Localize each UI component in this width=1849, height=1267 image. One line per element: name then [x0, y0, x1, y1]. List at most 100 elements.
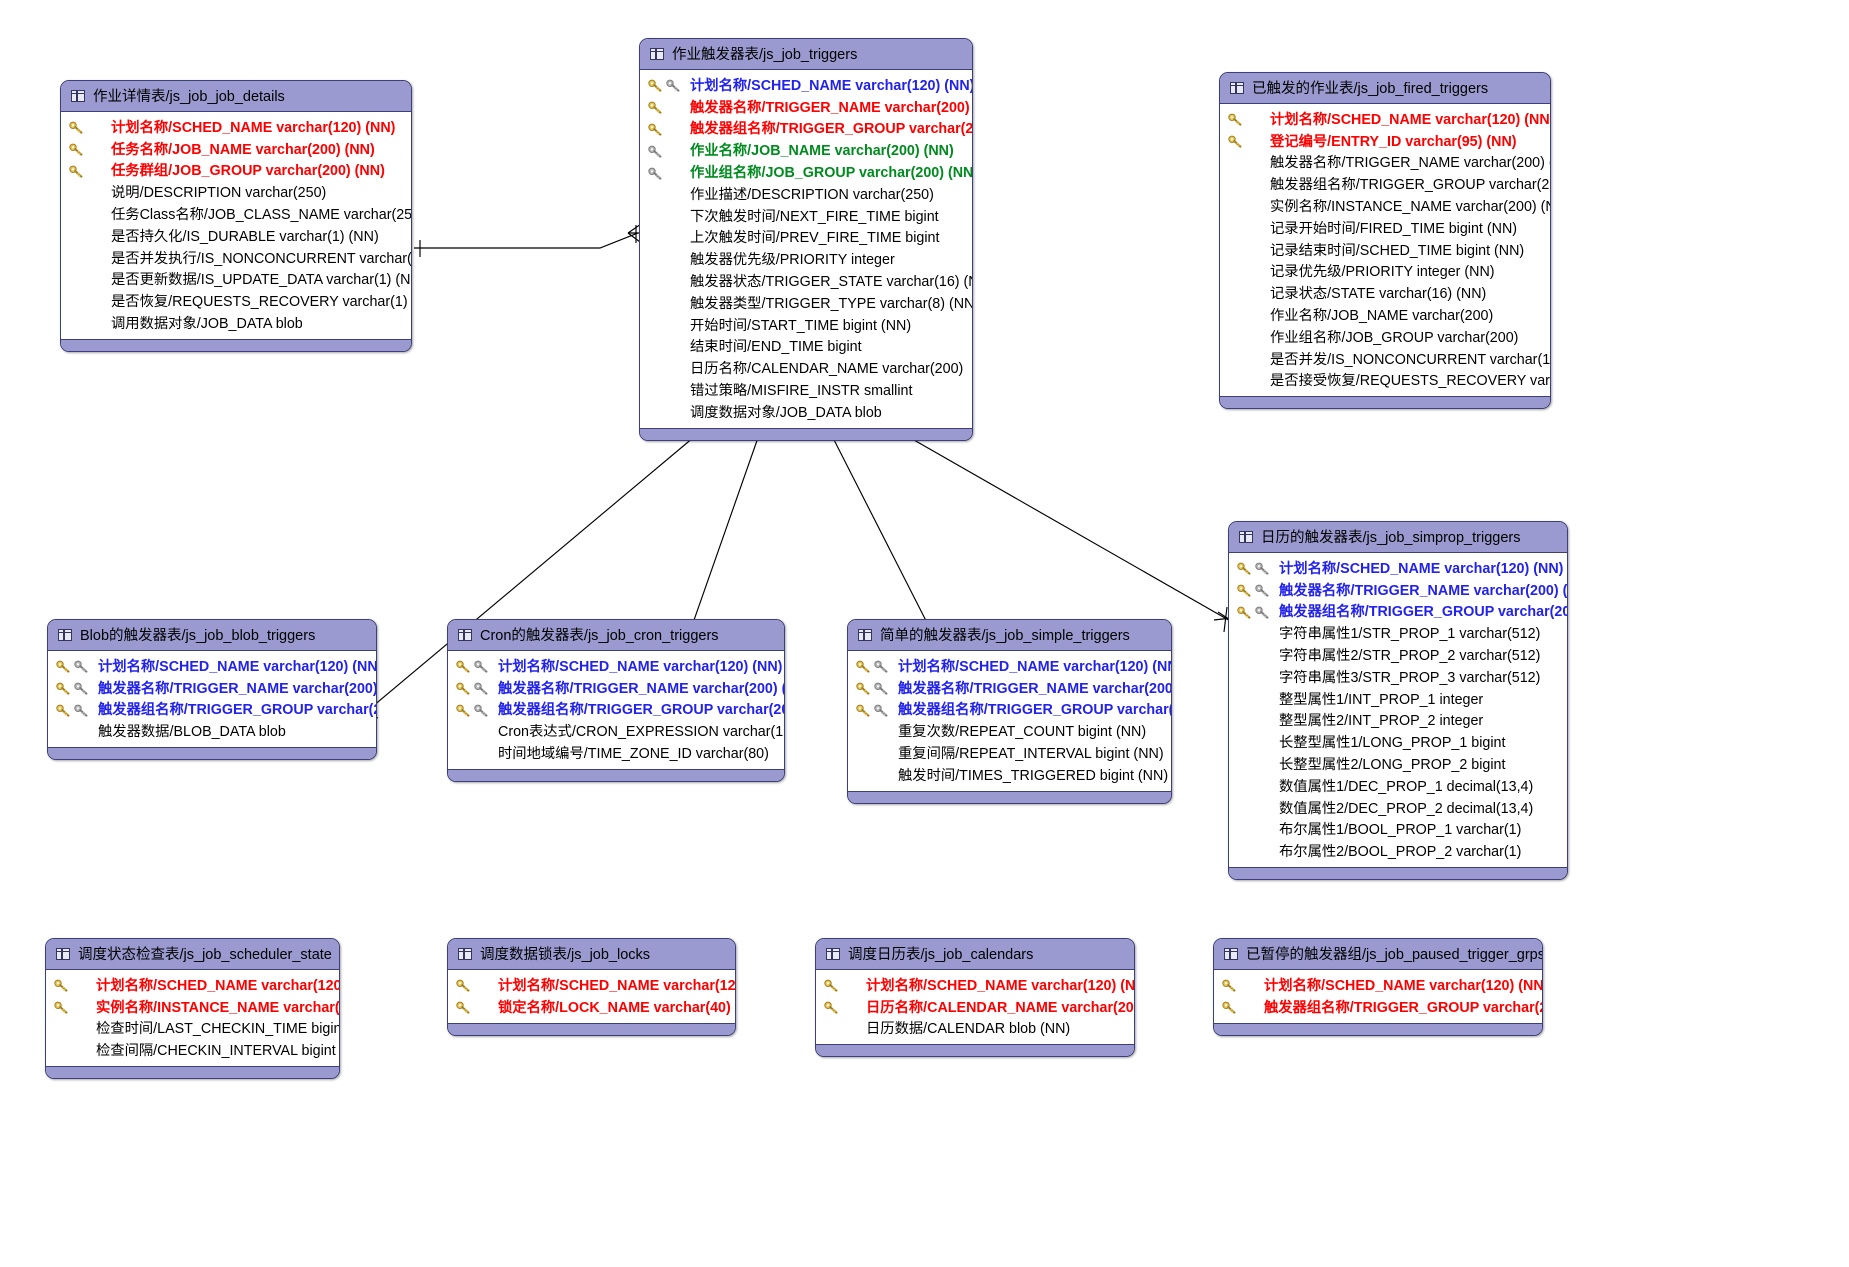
column-row[interactable]: 说明/DESCRIPTION varchar(250): [61, 182, 411, 204]
column-row[interactable]: 日历名称/CALENDAR_NAME varchar(200): [640, 358, 972, 380]
entity-js_job_triggers[interactable]: 作业触发器表/js_job_triggers 计划名称/SCHED_NAME va…: [639, 38, 973, 441]
column-row[interactable]: 触发器状态/TRIGGER_STATE varchar(16) (NN): [640, 271, 972, 293]
column-row[interactable]: 日历数据/CALENDAR blob (NN): [816, 1019, 1134, 1041]
column-row[interactable]: 开始时间/START_TIME bigint (NN): [640, 315, 972, 337]
column-row[interactable]: 计划名称/SCHED_NAME varchar(120) (NN): [61, 117, 411, 139]
column-row[interactable]: 触发器数据/BLOB_DATA blob: [48, 721, 376, 743]
column-row[interactable]: 计划名称/SCHED_NAME varchar(120) (NN): [1229, 558, 1567, 580]
column-row[interactable]: 登记编号/ENTRY_ID varchar(95) (NN): [1220, 131, 1550, 153]
column-row[interactable]: 触发器组名称/TRIGGER_GROUP varchar(200) (NN): [640, 119, 972, 141]
column-row[interactable]: 触发器名称/TRIGGER_NAME varchar(200) (NN): [448, 678, 784, 700]
column-row[interactable]: 触发器名称/TRIGGER_NAME varchar(200) (NN): [48, 678, 376, 700]
entity-js_job_blob_triggers[interactable]: Blob的触发器表/js_job_blob_triggers 计划名称/SCHED…: [47, 619, 377, 761]
column-row[interactable]: 触发器组名称/TRIGGER_GROUP varchar(200) (NN): [448, 700, 784, 722]
entity-js_job_scheduler_state[interactable]: 调度状态检查表/js_job_scheduler_state 计划名称/SCHED…: [45, 938, 340, 1080]
column-row[interactable]: 重复间隔/REPEAT_INTERVAL bigint (NN): [848, 743, 1171, 765]
entity-header-js_job_simprop_triggers[interactable]: 日历的触发器表/js_job_simprop_triggers: [1229, 522, 1567, 553]
entity-header-js_job_fired_triggers[interactable]: 已触发的作业表/js_job_fired_triggers: [1220, 73, 1550, 104]
column-row[interactable]: 计划名称/SCHED_NAME varchar(120) (NN): [448, 975, 735, 997]
column-row[interactable]: 触发器名称/TRIGGER_NAME varchar(200) (NN): [848, 678, 1171, 700]
column-row[interactable]: 调度数据对象/JOB_DATA blob: [640, 402, 972, 424]
column-row[interactable]: 计划名称/SCHED_NAME varchar(120) (NN): [46, 975, 339, 997]
column-row[interactable]: 触发器组名称/TRIGGER_GROUP varchar(200) (NN): [1214, 997, 1542, 1019]
entity-header-js_job_paused_trigger_grps[interactable]: 已暂停的触发器组/js_job_paused_trigger_grps: [1214, 939, 1542, 970]
entity-js_job_simple_triggers[interactable]: 简单的触发器表/js_job_simple_triggers 计划名称/SCHED…: [847, 619, 1172, 804]
column-row[interactable]: 时间地域编号/TIME_ZONE_ID varchar(80): [448, 743, 784, 765]
column-row[interactable]: 字符串属性3/STR_PROP_3 varchar(512): [1229, 667, 1567, 689]
column-row[interactable]: 触发器组名称/TRIGGER_GROUP varchar(200) (NN): [1220, 174, 1550, 196]
entity-header-js_job_triggers[interactable]: 作业触发器表/js_job_triggers: [640, 39, 972, 70]
column-row[interactable]: 记录开始时间/FIRED_TIME bigint (NN): [1220, 218, 1550, 240]
column-row[interactable]: 触发器类型/TRIGGER_TYPE varchar(8) (NN): [640, 293, 972, 315]
column-row[interactable]: 长整型属性2/LONG_PROP_2 bigint: [1229, 754, 1567, 776]
column-row[interactable]: 作业名称/JOB_NAME varchar(200): [1220, 305, 1550, 327]
column-row[interactable]: 检查间隔/CHECKIN_INTERVAL bigint (NN): [46, 1040, 339, 1062]
column-row[interactable]: 作业描述/DESCRIPTION varchar(250): [640, 184, 972, 206]
column-row[interactable]: 长整型属性1/LONG_PROP_1 bigint: [1229, 732, 1567, 754]
entity-js_job_locks[interactable]: 调度数据锁表/js_job_locks 计划名称/SCHED_NAME varch…: [447, 938, 736, 1036]
column-row[interactable]: 记录结束时间/SCHED_TIME bigint (NN): [1220, 240, 1550, 262]
column-row[interactable]: 记录优先级/PRIORITY integer (NN): [1220, 262, 1550, 284]
column-row[interactable]: 字符串属性2/STR_PROP_2 varchar(512): [1229, 645, 1567, 667]
column-row[interactable]: 日历名称/CALENDAR_NAME varchar(200) (NN): [816, 997, 1134, 1019]
entity-header-js_job_simple_triggers[interactable]: 简单的触发器表/js_job_simple_triggers: [848, 620, 1171, 651]
column-row[interactable]: 检查时间/LAST_CHECKIN_TIME bigint (NN): [46, 1019, 339, 1041]
entity-header-js_job_blob_triggers[interactable]: Blob的触发器表/js_job_blob_triggers: [48, 620, 376, 651]
column-row[interactable]: 是否接受恢复/REQUESTS_RECOVERY varchar(1): [1220, 371, 1550, 393]
column-row[interactable]: 错过策略/MISFIRE_INSTR smallint: [640, 380, 972, 402]
entity-header-js_job_cron_triggers[interactable]: Cron的触发器表/js_job_cron_triggers: [448, 620, 784, 651]
column-row[interactable]: 计划名称/SCHED_NAME varchar(120) (NN): [448, 656, 784, 678]
column-row[interactable]: 重复次数/REPEAT_COUNT bigint (NN): [848, 721, 1171, 743]
column-row[interactable]: 是否更新数据/IS_UPDATE_DATA varchar(1) (NN): [61, 270, 411, 292]
column-row[interactable]: 触发时间/TIMES_TRIGGERED bigint (NN): [848, 765, 1171, 787]
entity-js_job_fired_triggers[interactable]: 已触发的作业表/js_job_fired_triggers 计划名称/SCHED_…: [1219, 72, 1551, 410]
column-row[interactable]: 记录状态/STATE varchar(16) (NN): [1220, 283, 1550, 305]
column-row[interactable]: 调用数据对象/JOB_DATA blob: [61, 313, 411, 335]
entity-header-js_job_job_details[interactable]: 作业详情表/js_job_job_details: [61, 81, 411, 112]
column-row[interactable]: 字符串属性1/STR_PROP_1 varchar(512): [1229, 623, 1567, 645]
column-row[interactable]: 是否并发/IS_NONCONCURRENT varchar(1): [1220, 349, 1550, 371]
column-row[interactable]: 触发器名称/TRIGGER_NAME varchar(200) (NN): [1229, 580, 1567, 602]
column-row[interactable]: 布尔属性1/BOOL_PROP_1 varchar(1): [1229, 820, 1567, 842]
column-row[interactable]: 是否持久化/IS_DURABLE varchar(1) (NN): [61, 226, 411, 248]
column-row[interactable]: 触发器组名称/TRIGGER_GROUP varchar(200) (NN): [48, 700, 376, 722]
column-row[interactable]: 触发器组名称/TRIGGER_GROUP varchar(200) (NN): [1229, 602, 1567, 624]
column-row[interactable]: 是否恢复/REQUESTS_RECOVERY varchar(1) (NN): [61, 291, 411, 313]
column-row[interactable]: 计划名称/SCHED_NAME varchar(120) (NN): [1214, 975, 1542, 997]
column-row[interactable]: 任务名称/JOB_NAME varchar(200) (NN): [61, 139, 411, 161]
column-row[interactable]: 上次触发时间/PREV_FIRE_TIME bigint: [640, 228, 972, 250]
column-row[interactable]: 是否并发执行/IS_NONCONCURRENT varchar(1) (NN): [61, 248, 411, 270]
column-row[interactable]: 实例名称/INSTANCE_NAME varchar(200) (NN): [1220, 196, 1550, 218]
column-row[interactable]: 整型属性1/INT_PROP_1 integer: [1229, 689, 1567, 711]
entity-js_job_simprop_triggers[interactable]: 日历的触发器表/js_job_simprop_triggers 计划名称/SCHE…: [1228, 521, 1568, 881]
entity-js_job_job_details[interactable]: 作业详情表/js_job_job_details 计划名称/SCHED_NAME …: [60, 80, 412, 352]
column-row[interactable]: 数值属性2/DEC_PROP_2 decimal(13,4): [1229, 798, 1567, 820]
column-row[interactable]: 锁定名称/LOCK_NAME varchar(40) (NN): [448, 997, 735, 1019]
column-row[interactable]: 下次触发时间/NEXT_FIRE_TIME bigint: [640, 206, 972, 228]
column-row[interactable]: 任务Class名称/JOB_CLASS_NAME varchar(250) (N…: [61, 204, 411, 226]
column-row[interactable]: Cron表达式/CRON_EXPRESSION varchar(120) (NN…: [448, 721, 784, 743]
column-row[interactable]: 数值属性1/DEC_PROP_1 decimal(13,4): [1229, 776, 1567, 798]
column-row[interactable]: 作业组名称/JOB_GROUP varchar(200) (NN): [640, 162, 972, 184]
entity-js_job_calendars[interactable]: 调度日历表/js_job_calendars 计划名称/SCHED_NAME va…: [815, 938, 1135, 1058]
column-row[interactable]: 计划名称/SCHED_NAME varchar(120) (NN): [816, 975, 1134, 997]
column-row[interactable]: 触发器名称/TRIGGER_NAME varchar(200) (NN): [640, 97, 972, 119]
column-row[interactable]: 计划名称/SCHED_NAME varchar(120) (NN): [848, 656, 1171, 678]
column-row[interactable]: 作业组名称/JOB_GROUP varchar(200): [1220, 327, 1550, 349]
column-row[interactable]: 触发器名称/TRIGGER_NAME varchar(200) (NN): [1220, 153, 1550, 175]
column-row[interactable]: 作业名称/JOB_NAME varchar(200) (NN): [640, 140, 972, 162]
column-row[interactable]: 整型属性2/INT_PROP_2 integer: [1229, 711, 1567, 733]
column-row[interactable]: 布尔属性2/BOOL_PROP_2 varchar(1): [1229, 841, 1567, 863]
entity-js_job_paused_trigger_grps[interactable]: 已暂停的触发器组/js_job_paused_trigger_grps 计划名称/…: [1213, 938, 1543, 1036]
entity-js_job_cron_triggers[interactable]: Cron的触发器表/js_job_cron_triggers 计划名称/SCHED…: [447, 619, 785, 782]
column-row[interactable]: 计划名称/SCHED_NAME varchar(120) (NN): [640, 75, 972, 97]
column-row[interactable]: 触发器优先级/PRIORITY integer: [640, 249, 972, 271]
column-row[interactable]: 计划名称/SCHED_NAME varchar(120) (NN): [48, 656, 376, 678]
entity-header-js_job_calendars[interactable]: 调度日历表/js_job_calendars: [816, 939, 1134, 970]
column-row[interactable]: 计划名称/SCHED_NAME varchar(120) (NN): [1220, 109, 1550, 131]
column-row[interactable]: 触发器组名称/TRIGGER_GROUP varchar(200) (NN): [848, 700, 1171, 722]
column-row[interactable]: 任务群组/JOB_GROUP varchar(200) (NN): [61, 161, 411, 183]
entity-header-js_job_scheduler_state[interactable]: 调度状态检查表/js_job_scheduler_state: [46, 939, 339, 970]
column-row[interactable]: 实例名称/INSTANCE_NAME varchar(200) (NN): [46, 997, 339, 1019]
entity-header-js_job_locks[interactable]: 调度数据锁表/js_job_locks: [448, 939, 735, 970]
